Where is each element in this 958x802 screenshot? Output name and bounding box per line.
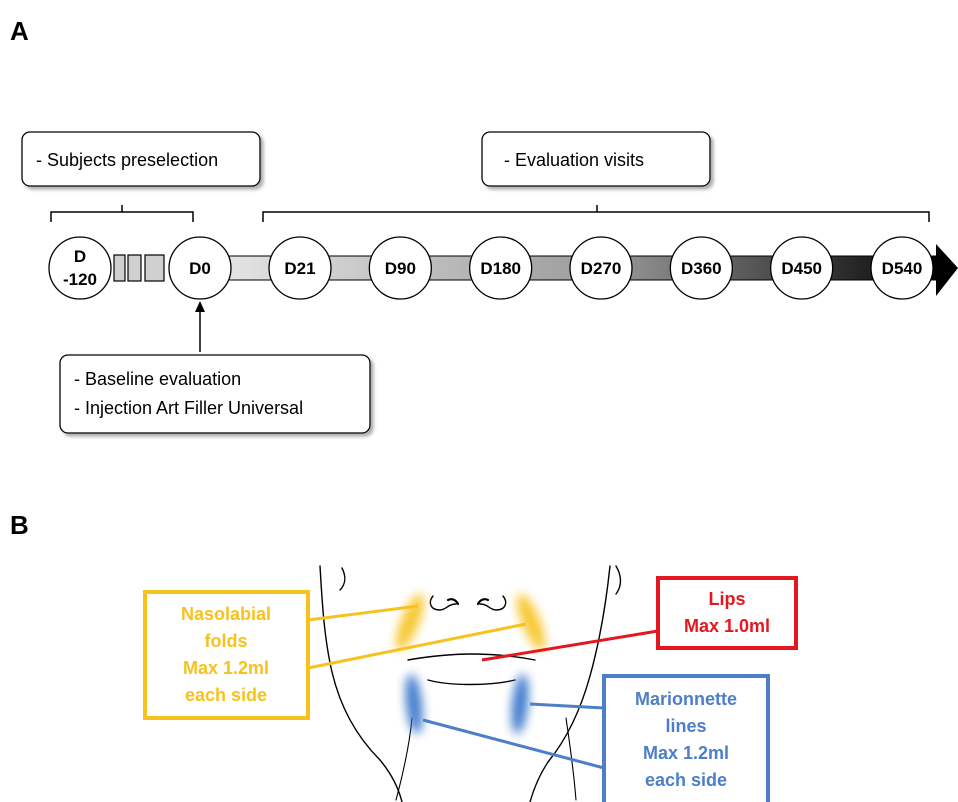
marionnette-line-1: Marionnette xyxy=(635,689,737,709)
day-label: D270 xyxy=(581,259,622,278)
baseline-line-2: - Injection Art Filler Universal xyxy=(74,398,303,418)
baseline-line-1: - Baseline evaluation xyxy=(74,369,241,389)
day-circles: D0 D21 D90 D180 D270 D360 D450 D540 xyxy=(168,236,934,300)
day-circle-shape xyxy=(870,236,934,300)
day-circle-d90: D90 xyxy=(368,236,432,300)
day-label: D xyxy=(74,247,86,266)
evaluation-box: - Evaluation visits xyxy=(481,131,711,187)
marionnette-line-3: Max 1.2ml xyxy=(643,743,729,763)
day-circle-shape xyxy=(669,236,733,300)
day-label: D21 xyxy=(284,259,315,278)
day-circle-shape xyxy=(569,236,633,300)
face-outline xyxy=(319,565,622,802)
nose-right xyxy=(479,595,507,611)
neck-left xyxy=(395,717,413,801)
day-circle-d-120: D -120 xyxy=(48,236,112,300)
nasolabial-label-box: Nasolabial folds Max 1.2ml each side xyxy=(143,590,310,720)
ear-tick-left xyxy=(339,567,346,591)
day-circle-d180: D180 xyxy=(469,236,533,300)
day-circle-d21: D21 xyxy=(268,236,332,300)
panel-b-letter: B xyxy=(10,510,29,540)
lower-lip xyxy=(427,679,516,686)
gap-square xyxy=(127,254,142,282)
gap-square xyxy=(144,254,165,282)
lips-line-1: Lips xyxy=(708,589,745,609)
nasolabial-line-4: each side xyxy=(185,685,267,705)
face-right-contour xyxy=(529,565,611,802)
preselection-label: - Subjects preselection xyxy=(36,150,218,170)
face-left-contour xyxy=(319,565,403,802)
lips-line-2: Max 1.0ml xyxy=(684,616,770,636)
gap-square xyxy=(113,254,126,282)
lips-leader xyxy=(481,629,659,662)
nasolabial-line-2: folds xyxy=(205,631,248,651)
nostril-left xyxy=(446,598,460,606)
nasolabial-line-1: Nasolabial xyxy=(181,604,271,624)
day-circle-d270: D270 xyxy=(569,236,633,300)
day-circle-d360: D360 xyxy=(669,236,733,300)
upper-lip xyxy=(407,653,536,661)
day-label: D90 xyxy=(385,259,416,278)
day-label: D450 xyxy=(781,259,822,278)
day-circle-d0: D0 xyxy=(168,236,232,300)
day-circle-shape xyxy=(770,236,834,300)
day-label: D540 xyxy=(882,259,923,278)
day-circle-shape xyxy=(368,236,432,300)
day-circle-d450: D450 xyxy=(770,236,834,300)
marionnette-zones xyxy=(405,674,529,734)
nasolabial-line-3: Max 1.2ml xyxy=(183,658,269,678)
panel-a-letter: A xyxy=(10,16,29,46)
nostril-right xyxy=(476,598,490,606)
preselection-box: - Subjects preselection xyxy=(21,131,261,187)
preselection-bracket xyxy=(50,205,194,222)
timeline-arrowhead xyxy=(936,244,958,296)
marionnette-line-2: lines xyxy=(665,716,706,736)
ear-tick-right xyxy=(615,565,622,595)
evaluation-bracket xyxy=(262,205,930,222)
nasolabial-leaders xyxy=(307,604,527,670)
baseline-arrowhead xyxy=(195,301,205,312)
evaluation-label: - Evaluation visits xyxy=(504,150,644,170)
day-circle-shape xyxy=(469,236,533,300)
day-label: D360 xyxy=(681,259,722,278)
marionnette-label-box: Marionnette lines Max 1.2ml each side xyxy=(602,674,770,802)
day-label: D180 xyxy=(480,259,521,278)
marionnette-leaders xyxy=(422,702,605,770)
day-circle-shape xyxy=(168,236,232,300)
nasolabial-zones xyxy=(396,593,545,651)
day-circle-d540: D540 xyxy=(870,236,934,300)
day-circle-shape xyxy=(268,236,332,300)
lips-label-box: Lips Max 1.0ml xyxy=(656,576,798,650)
day-label: D0 xyxy=(189,259,211,278)
nose-left xyxy=(429,595,457,611)
baseline-box: - Baseline evaluation - Injection Art Fi… xyxy=(59,354,371,434)
day-label: -120 xyxy=(63,270,97,289)
marionnette-line-4: each side xyxy=(645,770,727,790)
